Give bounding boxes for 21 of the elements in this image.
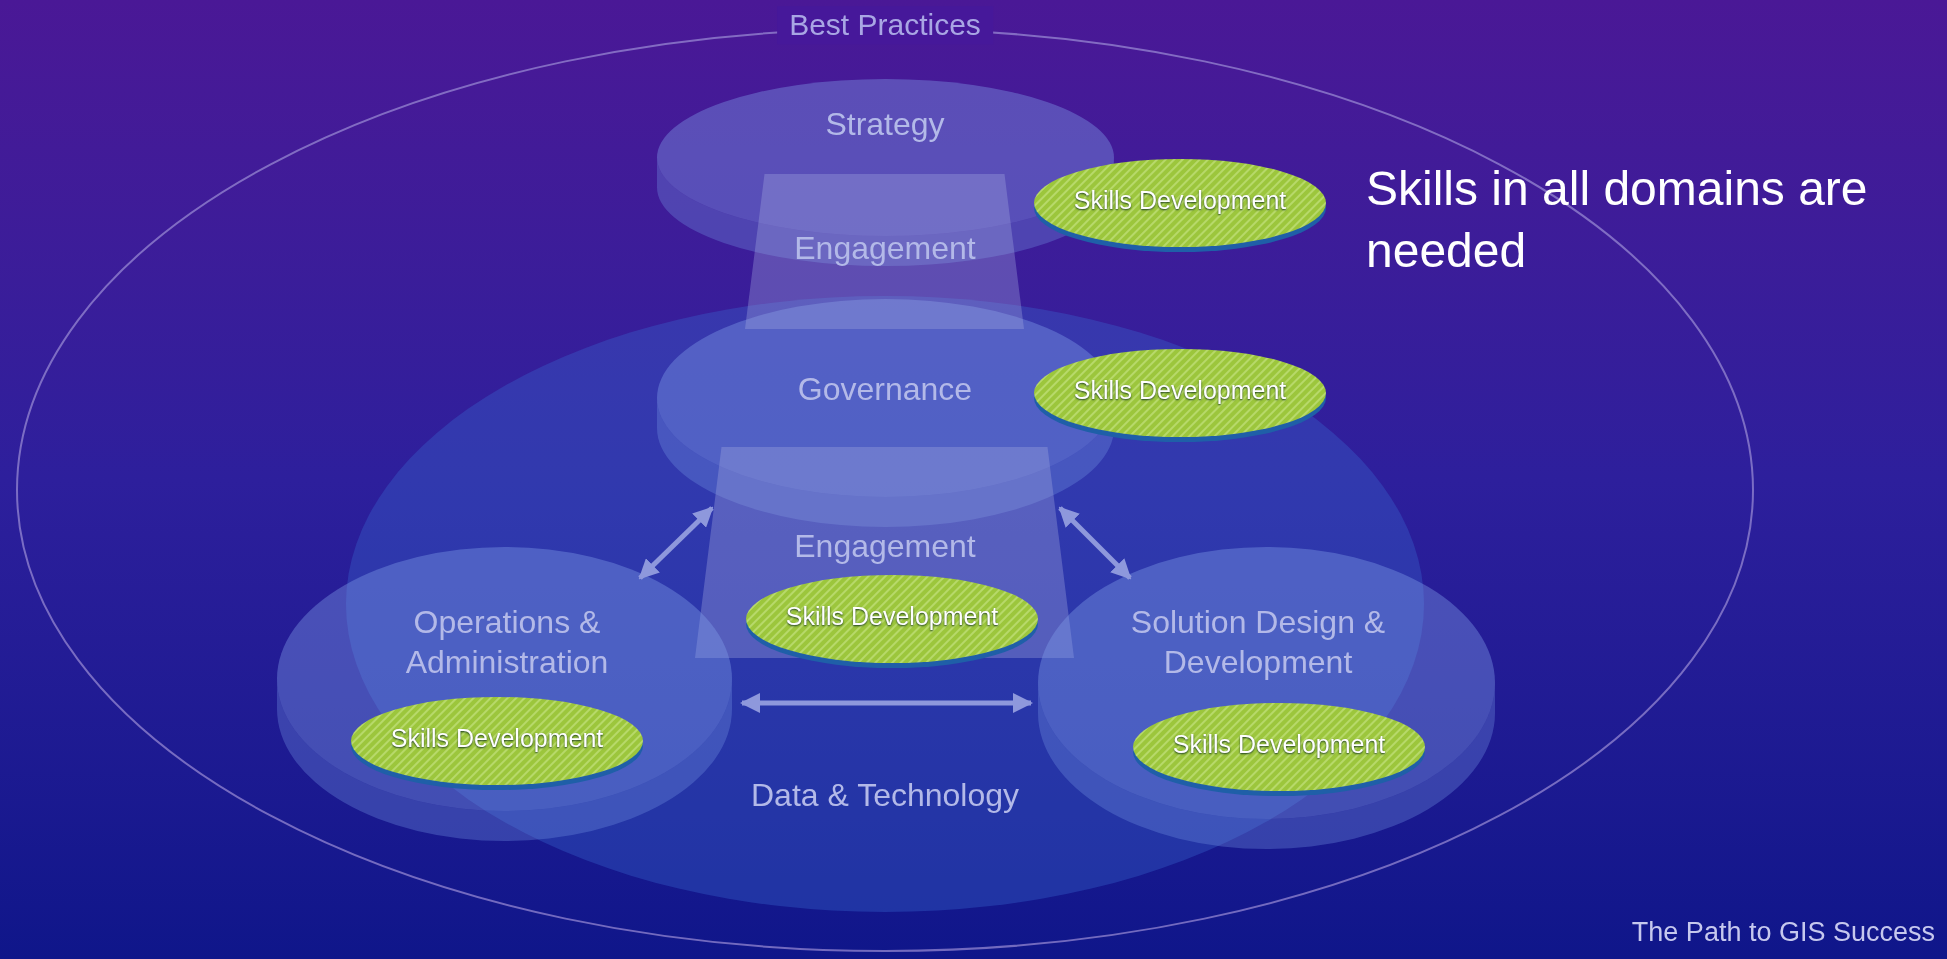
domain-label: Solution Design & Development	[1129, 603, 1387, 682]
skill-label: Skills Development	[785, 601, 999, 633]
double-arrow	[740, 693, 1033, 713]
domain-label: Engagement	[794, 527, 976, 566]
double-arrow	[638, 506, 714, 580]
skill-label: Skills Development	[390, 723, 604, 755]
domain-label: Data & Technology	[751, 776, 1019, 815]
domain-label: Governance	[797, 370, 973, 409]
footer-text: The Path to GIS Success	[1631, 916, 1935, 949]
domain-label: Operations & Administration	[404, 603, 610, 682]
domain-label: Engagement	[794, 229, 976, 268]
disc-shape	[1037, 546, 1496, 850]
domain-label: Best Practices	[777, 6, 993, 44]
skill-label: Skills Development	[1172, 729, 1386, 761]
note-text: Skills in all domains are needed	[1366, 161, 1869, 280]
disc-shape	[276, 546, 733, 842]
domain-label: Strategy	[825, 105, 945, 144]
skill-label: Skills Development	[1073, 375, 1287, 407]
double-arrow	[1058, 506, 1132, 580]
skill-label: Skills Development	[1073, 185, 1287, 217]
trapezoid-panel	[745, 174, 1024, 329]
